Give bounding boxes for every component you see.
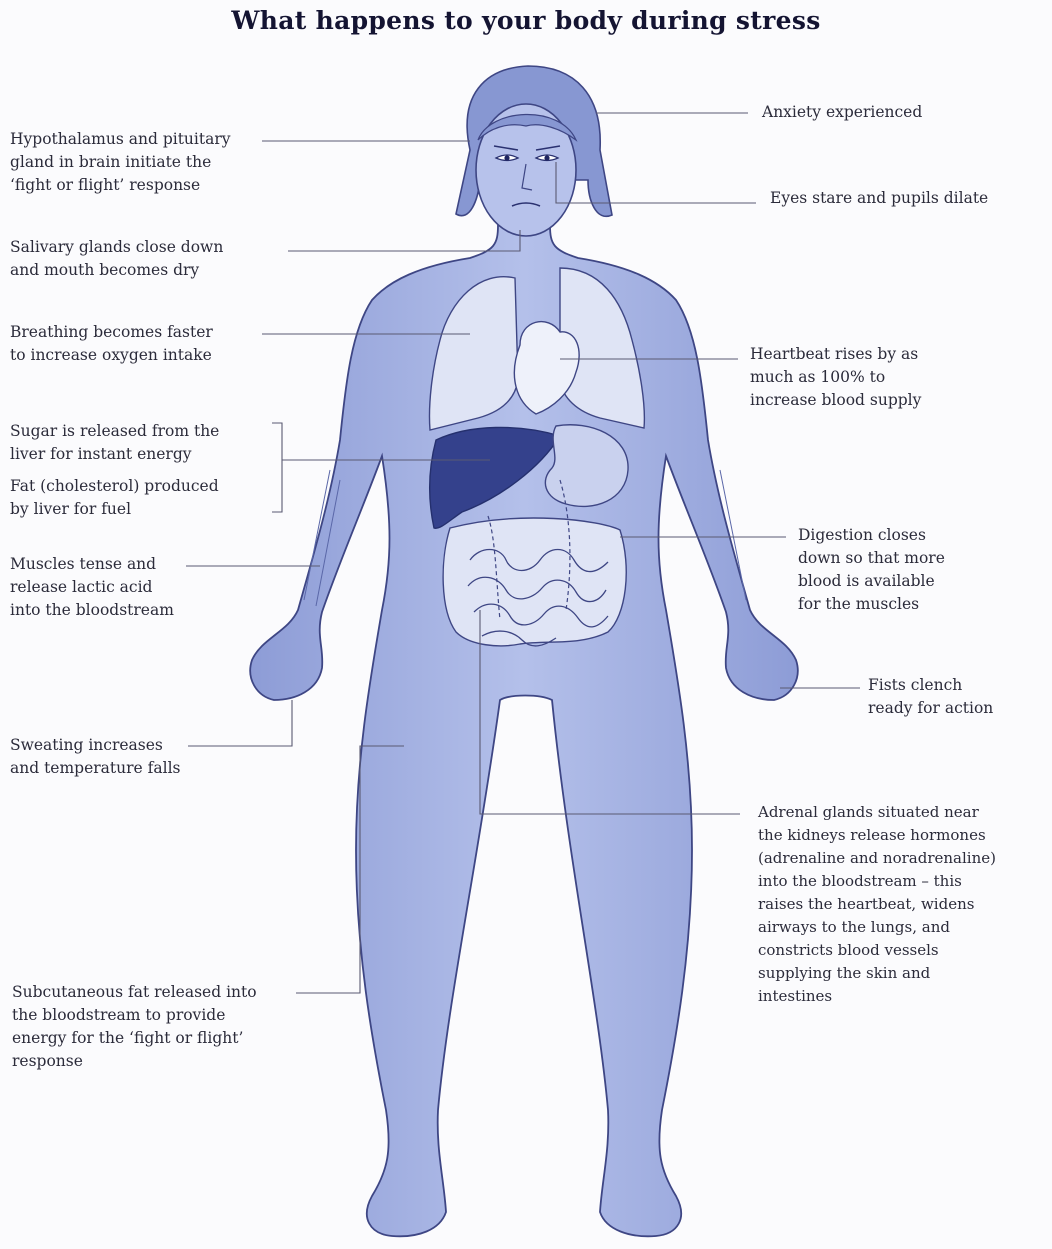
label-fists: Fists clench ready for action — [868, 674, 993, 720]
label-subcutaneous: Subcutaneous fat released into the blood… — [12, 981, 257, 1073]
label-adrenal: Adrenal glands situated near the kidneys… — [758, 801, 996, 1008]
large-intestine — [443, 518, 626, 646]
label-muscles: Muscles tense and release lactic acid in… — [10, 553, 174, 622]
label-sweating: Sweating increases and temperature falls — [10, 734, 181, 780]
label-digestion: Digestion closes down so that more blood… — [798, 524, 945, 616]
label-heartbeat: Heartbeat rises by as much as 100% to in… — [750, 343, 921, 412]
label-anxiety: Anxiety experienced — [762, 101, 922, 124]
label-salivary: Salivary glands close down and mouth bec… — [10, 236, 223, 282]
label-eyes: Eyes stare and pupils dilate — [770, 187, 988, 210]
label-sugar: Sugar is released from the liver for ins… — [10, 420, 219, 466]
label-fat: Fat (cholesterol) produced by liver for … — [10, 475, 219, 521]
label-hypothalamus: Hypothalamus and pituitary gland in brai… — [10, 128, 231, 197]
label-breathing: Breathing becomes faster to increase oxy… — [10, 321, 213, 367]
